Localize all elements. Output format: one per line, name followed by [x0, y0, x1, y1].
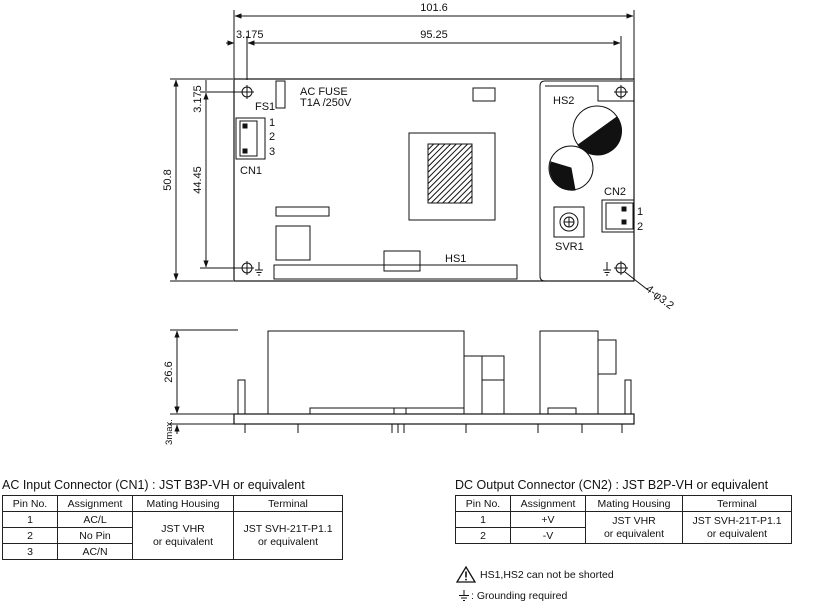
ac-pin-cell: 2 [2, 527, 58, 544]
dc-terminal-line1: JST SVH-21T-P1.1 [692, 514, 782, 527]
ac-header-assignment: Assignment [57, 495, 133, 512]
cn1-pin3-label: 3 [269, 146, 275, 158]
ac-pin-cell: 1 [2, 511, 58, 528]
dc-header-housing: Mating Housing [585, 495, 683, 512]
fuse-rating-label: T1A /250V [300, 97, 352, 109]
ac-connector-section: AC Input Connector (CN1) : JST B3P-VH or… [2, 478, 343, 560]
dc-housing-line2: or equivalent [603, 527, 665, 540]
fuse-name-label: AC FUSE [300, 86, 348, 98]
ac-assignment-cell: No Pin [57, 527, 133, 544]
svr1-label: SVR1 [555, 241, 584, 253]
ac-housing-cell: JST VHR or equivalent [132, 511, 234, 560]
dc-terminal-cell: JST SVH-21T-P1.1 or equivalent [682, 511, 792, 544]
ac-header-pin: Pin No. [2, 495, 58, 512]
table-row: 1 AC/L JST VHR or equivalent JST SVH-21T… [2, 511, 343, 560]
ground-note: : Grounding required [458, 590, 567, 602]
hs1-label: HS1 [445, 253, 466, 265]
cn1-pin1-label: 1 [269, 117, 275, 129]
dc-housing-cell: JST VHR or equivalent [585, 511, 683, 544]
dim-hole-span-v: 44.45 [192, 166, 204, 194]
ac-pin-cell: 3 [2, 543, 58, 560]
dc-header-pin: Pin No. [455, 495, 511, 512]
dc-table-title: DC Output Connector (CN2) : JST B2P-VH o… [455, 478, 769, 492]
ac-assignment-cell: AC/L [57, 511, 133, 528]
ground-text: : Grounding required [471, 590, 568, 602]
ac-housing-line1: JST VHR [161, 522, 205, 535]
ac-connector-table: Pin No. Assignment Mating Housing Termin… [2, 495, 343, 560]
cn2-label: CN2 [604, 186, 626, 198]
table-row: 1 +V JST VHR or equivalent JST SVH-21T-P… [455, 511, 792, 544]
ac-header-terminal: Terminal [233, 495, 343, 512]
ac-housing-line2: or equivalent [152, 535, 214, 548]
fs1-label: FS1 [255, 101, 275, 113]
hs2-label: HS2 [553, 95, 574, 107]
dim-side-clearance: 3max. [164, 419, 175, 445]
ac-header-housing: Mating Housing [132, 495, 234, 512]
dc-assignment-cell: -V [510, 527, 586, 544]
warning-text: HS1,HS2 can not be shorted [480, 568, 614, 581]
cn2-pin2-label: 2 [637, 221, 643, 233]
dc-housing-line1: JST VHR [612, 514, 656, 527]
dc-connector-section: DC Output Connector (CN2) : JST B2P-VH o… [455, 478, 792, 544]
dc-terminal-line2: or equivalent [706, 527, 768, 540]
ground-symbol-icon [458, 590, 470, 602]
dc-pin-cell: 2 [455, 527, 511, 544]
ac-assignment-cell: AC/N [57, 543, 133, 560]
table-row: 3 AC/N [2, 543, 343, 560]
ac-terminal-line2: or equivalent [257, 535, 319, 548]
dim-hole-offset: 3.175 [236, 29, 264, 41]
dc-connector-table: Pin No. Assignment Mating Housing Termin… [455, 495, 792, 544]
dim-overall-width: 101.6 [420, 2, 448, 14]
ac-terminal-line1: JST SVH-21T-P1.1 [243, 522, 333, 535]
dim-side-height: 26.6 [163, 361, 175, 382]
dc-pin-cell: 1 [455, 511, 511, 528]
cn1-label: CN1 [240, 165, 262, 177]
dim-overall-height: 50.8 [162, 169, 174, 190]
cn2-pin1-label: 1 [637, 206, 643, 218]
mechanical-drawing: 101.6 3.175 95.25 50.8 3.175 44.45 26.6 … [162, 2, 676, 445]
dc-header-assignment: Assignment [510, 495, 586, 512]
ac-table-title: AC Input Connector (CN1) : JST B3P-VH or… [2, 478, 305, 492]
ac-terminal-cell: JST SVH-21T-P1.1 or equivalent [233, 511, 343, 560]
dc-header-terminal: Terminal [682, 495, 792, 512]
dim-top-offset: 3.175 [192, 85, 204, 113]
dc-assignment-cell: +V [510, 511, 586, 528]
cn1-pin2-label: 2 [269, 131, 275, 143]
table-row: 2 -V [455, 527, 792, 544]
hole-spec-label: 4-φ3.2 [643, 283, 676, 312]
dim-hole-span: 95.25 [420, 29, 448, 41]
warning-note: HS1,HS2 can not be shorted [455, 565, 614, 583]
warning-triangle-icon [455, 565, 477, 583]
